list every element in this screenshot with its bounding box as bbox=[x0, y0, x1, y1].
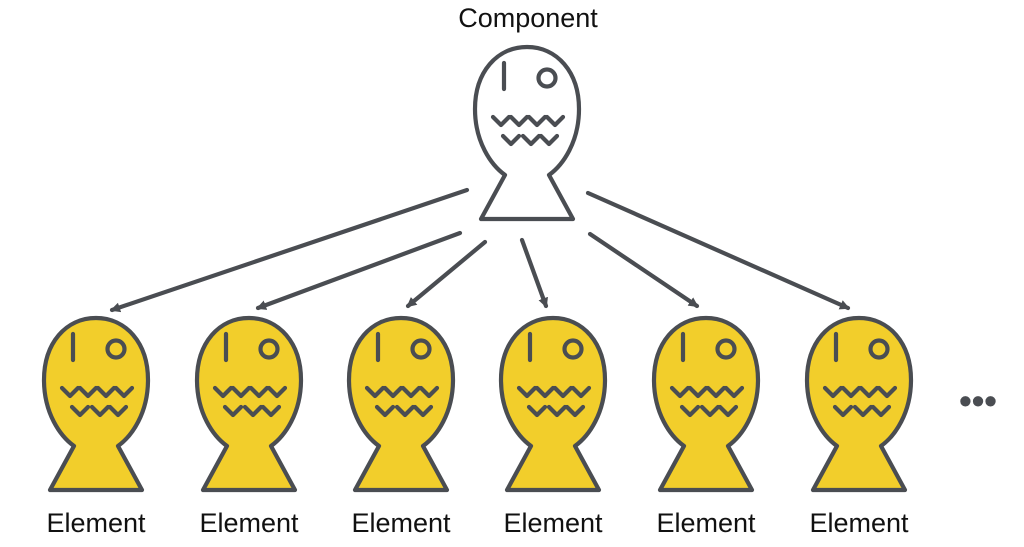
element-fish-icon-1 bbox=[41, 315, 151, 493]
arrow-to-element-6 bbox=[585, 190, 851, 311]
arrow-to-element-5 bbox=[587, 231, 700, 309]
component-fish-icon bbox=[472, 44, 582, 222]
element-label-5: Element bbox=[656, 508, 756, 538]
element-label-4: Element bbox=[503, 508, 603, 538]
element-fish-icon-3 bbox=[346, 315, 456, 493]
element-label-2: Element bbox=[199, 508, 299, 538]
arrow-to-element-3 bbox=[405, 239, 488, 309]
element-fish-icon-5 bbox=[651, 315, 761, 493]
element-label-6: Element bbox=[809, 508, 909, 538]
element-fish-icon-2 bbox=[194, 315, 304, 493]
elements-row bbox=[41, 315, 914, 493]
arrows-group bbox=[109, 187, 851, 313]
component-fish-shape bbox=[472, 44, 582, 222]
arrow-to-element-4 bbox=[519, 237, 549, 309]
more-ellipsis: ••• bbox=[959, 380, 997, 421]
element-label-3: Element bbox=[351, 508, 451, 538]
arrow-to-element-1 bbox=[109, 187, 470, 313]
element-label-1: Element bbox=[46, 508, 146, 538]
arrow-to-element-2 bbox=[255, 230, 463, 311]
component-label: Component bbox=[458, 3, 598, 33]
element-fish-icon-4 bbox=[498, 315, 608, 493]
element-fish-icon-6 bbox=[804, 315, 914, 493]
element-labels: Element Element Element Element Element Eleme… bbox=[46, 508, 909, 538]
